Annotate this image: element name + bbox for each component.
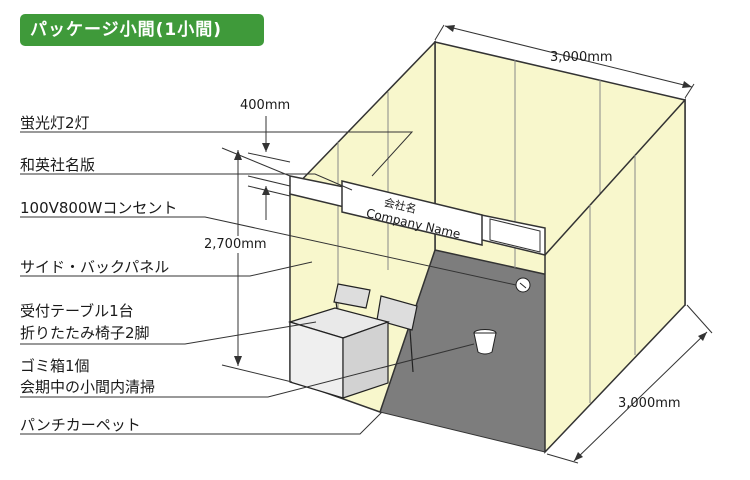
leader-nameplate (20, 173, 353, 191)
leader-trash (20, 343, 475, 398)
leader-fluorescent (20, 131, 414, 177)
extension-line (686, 304, 713, 334)
arrowhead (445, 25, 455, 32)
dimension-line-depth (573, 331, 708, 462)
label-cleaning: 会期中の小間内清掃 (20, 378, 156, 396)
extension-line (247, 152, 291, 163)
leader-outlet (20, 216, 517, 286)
arrowhead (574, 452, 583, 461)
label-nameplate: 和英社名版 (20, 156, 96, 174)
arrowhead (262, 143, 270, 152)
label-panel: サイド・バックパネル (20, 258, 170, 276)
extension-line (247, 185, 291, 197)
trash-bin (473, 332, 497, 355)
leader-reception (20, 321, 317, 345)
label-reception-table: 受付テーブル1台 (20, 302, 134, 320)
arrowhead (262, 186, 270, 195)
arrowhead (698, 332, 707, 341)
fascia-blank-plate (489, 218, 541, 253)
arrowhead (234, 356, 242, 366)
dimension-line-width (444, 25, 693, 88)
extension-line (546, 453, 579, 464)
label-folding-chairs: 折りたたみ椅子2脚 (20, 324, 150, 342)
label-carpet: パンチカーペット (20, 416, 141, 434)
leader-panel (20, 261, 313, 277)
extension-line (684, 83, 695, 99)
extension-line (434, 24, 445, 41)
label-outlet: 100V800Wコンセント (20, 199, 178, 217)
extension-line (221, 364, 293, 383)
diagram-title-badge: パッケージ小間(1小間) (20, 14, 264, 46)
company-sign (341, 180, 483, 246)
side-panel-right (544, 98, 686, 454)
dimension-height: 2,700mm (202, 236, 269, 253)
arrowhead (682, 81, 692, 88)
dimension-depth: 3,000mm (618, 396, 681, 411)
dimension-width: 3,000mm (550, 50, 613, 65)
label-fluorescent: 蛍光灯2灯 (20, 114, 90, 132)
leader-carpet (20, 411, 383, 435)
folding-chair (333, 283, 371, 309)
dimension-fascia: 400mm (240, 98, 291, 113)
label-trash-bin: ゴミ箱1個 (20, 357, 90, 375)
chair-leg (409, 329, 414, 373)
outlet-slot (519, 282, 527, 289)
diagram-title: パッケージ小間(1小間) (30, 20, 223, 40)
extension-line (221, 147, 291, 177)
extension-line (247, 175, 291, 187)
arrowhead (234, 150, 242, 160)
